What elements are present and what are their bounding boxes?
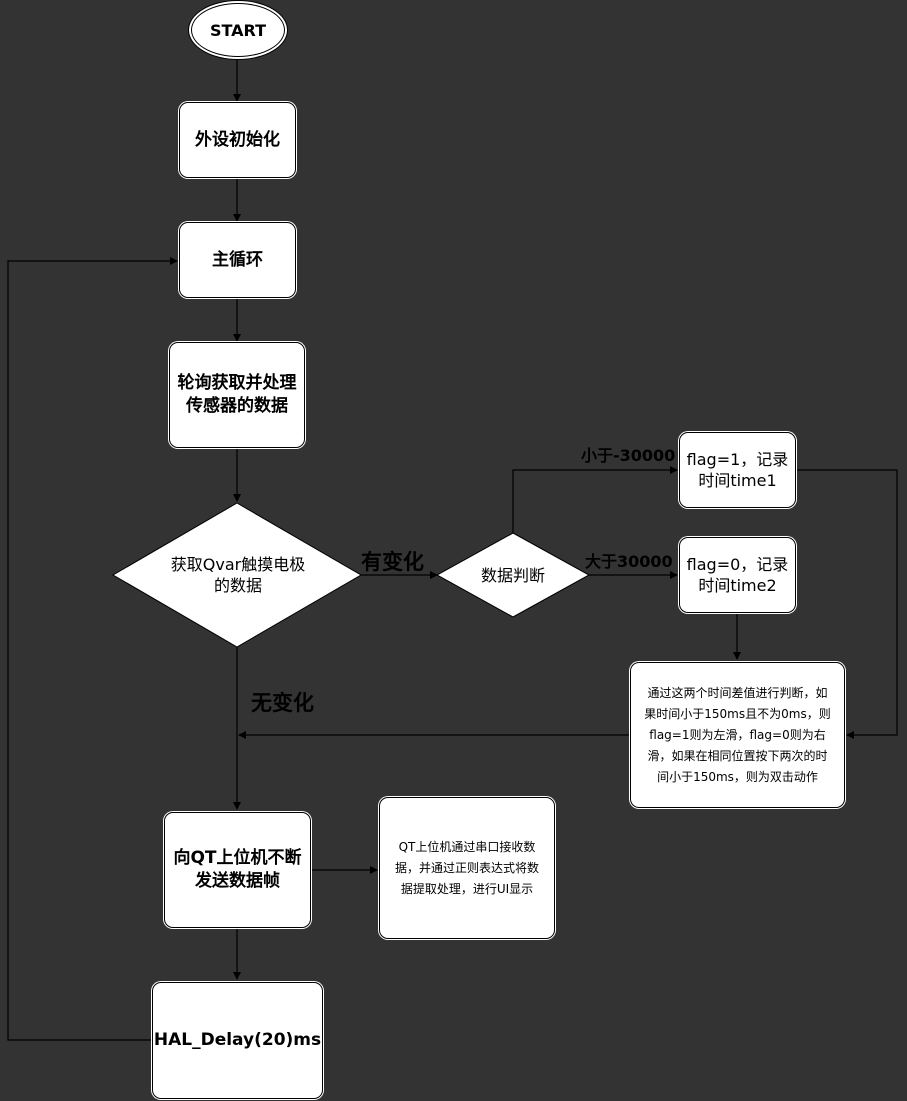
poll-node: 轮询获取并处理 传感器的数据: [169, 342, 305, 448]
less-than-label: 小于-30000: [581, 446, 676, 465]
unchanged-label: 无变化: [251, 691, 314, 715]
edge-flag1-merge: [797, 469, 898, 739]
qvar-decision-shape: [112, 502, 362, 648]
init-node: 外设初始化: [179, 102, 296, 178]
flag1-node: flag=1，记录 时间time1: [679, 432, 796, 508]
qt-note-node: QT上位机通过串口接收数 据，并通过正则表达式将数 据提取处理，进行UI显示: [379, 797, 555, 939]
send-frame-node: 向QT上位机不断 发送数据帧: [164, 812, 311, 928]
edge-delay-loop: [7, 257, 178, 1041]
changed-label: 有变化: [361, 550, 424, 574]
edge-data-flag1: [512, 466, 678, 533]
qvar-decision-text: 获取Qvar触摸电极 的数据: [170, 555, 306, 595]
delay-node: HAL_Delay(20)ms: [152, 982, 323, 1099]
data-decision-text: 数据判断: [480, 565, 545, 585]
data-decision-shape: [435, 532, 591, 618]
main-loop-node: 主循环: [179, 222, 296, 298]
judge-node: 通过这两个时间差值进行判断，如 果时间小于150ms且不为0ms，则 flag=…: [630, 662, 845, 808]
flag0-node: flag=0，记录 时间time2: [679, 537, 796, 613]
greater-than-label: 大于30000: [585, 552, 673, 571]
start-node: START: [191, 3, 285, 57]
